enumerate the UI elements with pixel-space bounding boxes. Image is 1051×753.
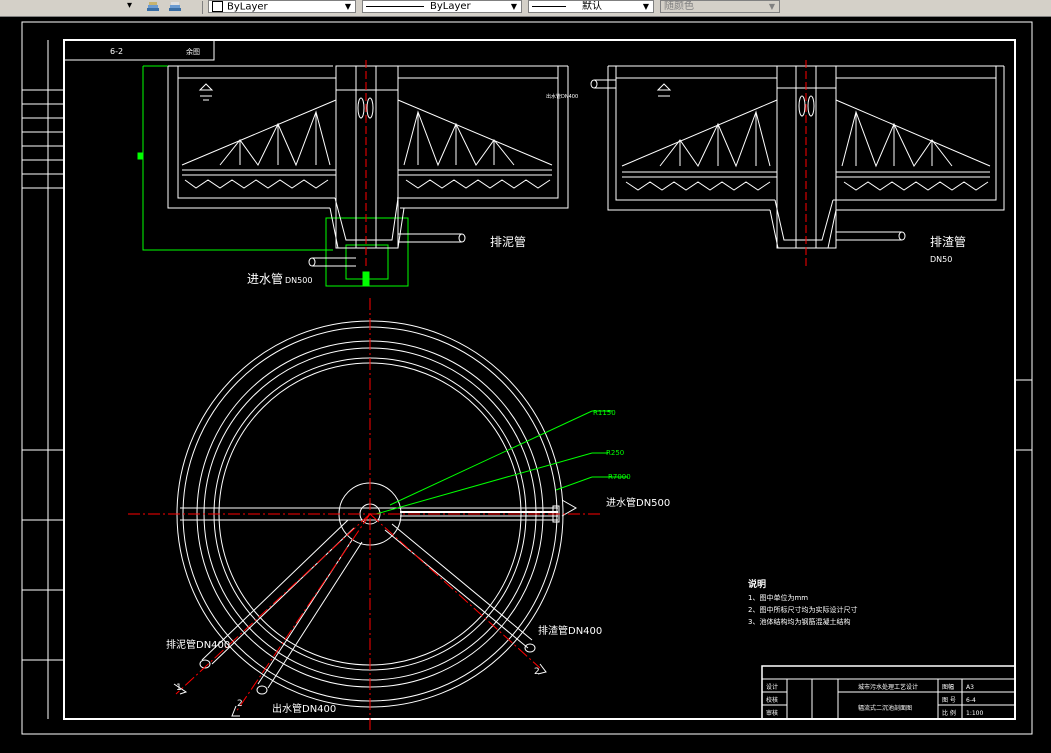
notes-line-1: 1、图中单位为mm	[748, 593, 808, 602]
notes-line-2: 2、图中所标尺寸均为实际设计尺寸	[748, 605, 857, 614]
inlet-pipe-label: 进水管	[247, 271, 283, 286]
lineweight-swatch-icon	[532, 5, 566, 7]
color-combo-label: ByLayer	[227, 1, 268, 13]
section-mark-2: 2	[237, 699, 243, 709]
chevron-down-icon[interactable]: ▼	[768, 2, 776, 11]
chevron-down-icon[interactable]: ▼	[510, 2, 518, 11]
notes-line-3: 3、池体结构均为钢筋混凝土结构	[748, 617, 850, 626]
tb-project: 城市污水处理工艺设计	[858, 683, 918, 691]
lineweight-combo-label: 默认	[582, 1, 602, 12]
section-mark-1: 1	[176, 683, 182, 693]
overflow-label: 出水管DN400	[546, 93, 578, 100]
title-block	[761, 665, 1016, 720]
notes-title: 说明	[748, 578, 766, 590]
chevron-down-icon[interactable]: ▼	[344, 2, 352, 11]
section-right	[590, 60, 1005, 266]
title-tag-box	[63, 39, 215, 61]
tb-number-label: 图 号	[942, 697, 956, 704]
title-tag-right: 余图	[186, 47, 200, 56]
tb-review: 审核	[766, 709, 778, 717]
radius-label-1: R1150	[593, 409, 616, 417]
linetype-combo[interactable]: ByLayer ▼	[362, 0, 522, 13]
radius-label-3: R7000	[608, 473, 631, 481]
linetype-swatch-icon	[366, 5, 424, 7]
tb-design: 设计	[766, 683, 778, 691]
plan-sludge-label: 排泥管DN400	[166, 638, 230, 651]
tb-drawing-name: 辐流式二沉池剖面图	[858, 704, 912, 712]
section-left	[137, 60, 569, 287]
layer-stack-icon[interactable]	[145, 0, 161, 14]
layer-combo-arrow[interactable]: ▾	[127, 0, 133, 11]
color-combo[interactable]: ByLayer ▼	[208, 0, 356, 13]
properties-toolbar: ▾ ByLayer ▼ ByLayer ▼ 默认 ▼ 随颜色 ▼	[0, 0, 1051, 17]
inlet-pipe-size: DN500	[285, 276, 312, 285]
scum-pipe-size: DN50	[930, 255, 952, 264]
tb-scale-value: 1:100	[966, 710, 983, 717]
sludge-pipe-label: 排泥管	[490, 234, 526, 249]
radius-label-2: R250	[606, 449, 624, 457]
drawing-canvas[interactable]: 6-2 余图	[0, 16, 1051, 749]
lineweight-combo[interactable]: 默认 ▼	[528, 0, 654, 13]
title-tag: 6-2	[110, 47, 123, 56]
toolbar-separator	[202, 1, 203, 14]
plan-inlet-label: 进水管DN500	[606, 496, 670, 509]
section-mark-3: 2	[534, 667, 540, 677]
plan-view	[128, 298, 628, 730]
plotstyle-combo[interactable]: 随颜色 ▼	[660, 0, 780, 13]
layer-previous-icon[interactable]	[167, 0, 183, 14]
color-swatch-icon	[212, 1, 223, 12]
plan-scum-label: 排渣管DN400	[538, 624, 602, 637]
plotstyle-combo-label: 随颜色	[664, 1, 694, 12]
chevron-down-icon[interactable]: ▼	[642, 2, 650, 11]
tb-sheet-label: 图幅	[942, 683, 954, 691]
plan-outlet-label: 出水管DN400	[272, 702, 336, 715]
linetype-combo-label: ByLayer	[430, 1, 471, 12]
tb-sheet-value: A3	[966, 684, 974, 691]
tb-number-value: 6-4	[966, 697, 976, 704]
sheet-outer-frame	[21, 21, 1033, 735]
left-strip	[22, 40, 64, 719]
scum-pipe-label: 排渣管	[930, 234, 966, 249]
tb-check: 校核	[766, 696, 778, 704]
tb-scale-label: 比 例	[942, 709, 956, 717]
